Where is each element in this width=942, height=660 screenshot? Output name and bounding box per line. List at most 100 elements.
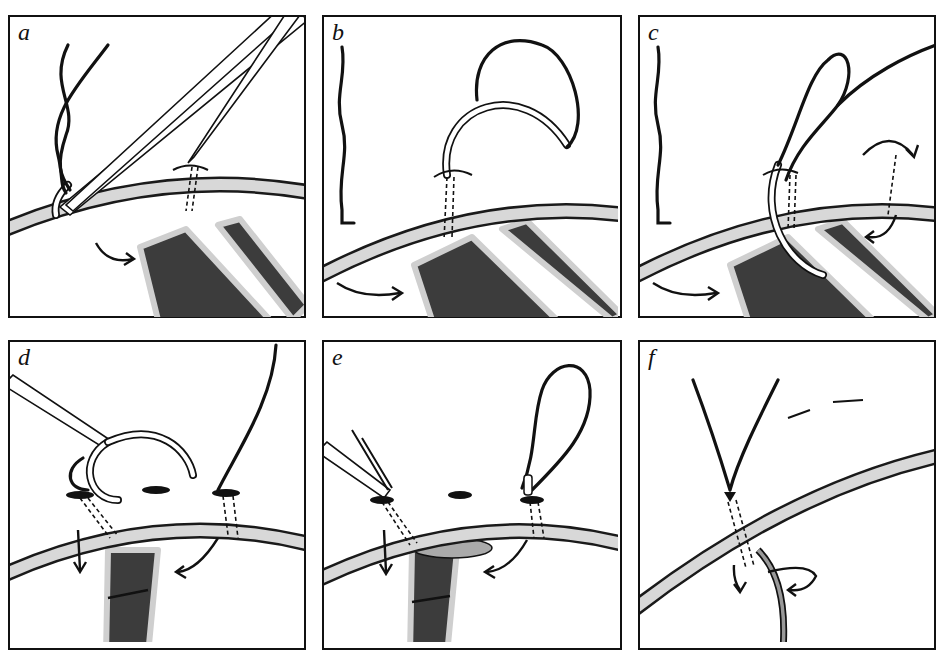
- thread: [476, 41, 578, 147]
- incision: [434, 170, 472, 177]
- needle-track: [80, 496, 238, 538]
- thread-end: [655, 47, 670, 223]
- panel-b-art: [324, 41, 618, 317]
- thread: [60, 45, 70, 190]
- wall-outline: [640, 211, 934, 277]
- arrow-head: [124, 253, 134, 265]
- needle-track: [888, 155, 896, 215]
- panel-frame: d: [8, 340, 306, 650]
- panel-frame: f: [638, 340, 936, 650]
- wall: [640, 211, 934, 277]
- needle-track: [788, 175, 796, 230]
- closed-incision: [788, 400, 863, 418]
- panel-d-art: [10, 345, 304, 642]
- thread: [838, 45, 934, 105]
- panel-c-art: [640, 45, 934, 317]
- panel-letter: a: [18, 19, 30, 45]
- vessel: [140, 229, 270, 317]
- wall-outline: [324, 211, 618, 277]
- needle: [56, 185, 69, 215]
- vessel: [106, 550, 158, 642]
- panel-frame: c: [638, 15, 936, 318]
- arrow: [78, 530, 218, 572]
- catheter-core: [758, 550, 784, 642]
- panel-letter: b: [332, 19, 344, 45]
- wall-outline: [324, 531, 618, 580]
- knot: [724, 492, 736, 502]
- vessel: [414, 237, 557, 317]
- wall-outline: [10, 530, 304, 575]
- wall: [640, 455, 934, 610]
- needle-eye: [524, 475, 532, 495]
- knife: [188, 17, 300, 163]
- panel-f-art: [640, 380, 934, 642]
- arrow-head: [380, 564, 495, 602]
- thread: [70, 458, 88, 490]
- panel-frame: b: [322, 15, 622, 318]
- arrow: [337, 283, 400, 295]
- wall: [10, 530, 304, 575]
- incision: [763, 169, 798, 175]
- arrow-head: [74, 562, 186, 598]
- needle: [90, 442, 118, 500]
- needle-track: [382, 502, 544, 545]
- incision: [66, 491, 94, 499]
- needle-track: [186, 167, 198, 211]
- wall-outline: [10, 185, 304, 230]
- needle-shine: [90, 442, 118, 500]
- panel-e-art: [324, 366, 618, 642]
- panel-frame: e: [322, 340, 622, 650]
- arrow-head: [392, 287, 402, 300]
- needle-holder: [324, 442, 390, 498]
- thread-end: [339, 47, 354, 223]
- thread: [352, 430, 392, 490]
- panel-a-art: [10, 17, 304, 317]
- thread: [778, 54, 849, 180]
- needle-holder: [60, 17, 304, 215]
- arrow: [96, 243, 133, 260]
- vessel-wall: [218, 219, 304, 317]
- needle-holder: [10, 375, 110, 448]
- arrow: [734, 565, 816, 590]
- wall: [324, 211, 618, 277]
- needle-track: [444, 177, 454, 240]
- incision: [370, 496, 394, 504]
- vessel-wall: [818, 221, 934, 317]
- incision: [520, 496, 544, 504]
- panel-letter: c: [648, 19, 659, 45]
- needle-shine: [446, 105, 567, 175]
- needle-shine: [108, 434, 193, 475]
- arrow-head: [734, 582, 796, 596]
- panel-frame: a: [8, 15, 306, 318]
- arrow: [863, 141, 913, 237]
- arrow: [384, 530, 527, 572]
- incision: [212, 489, 240, 497]
- incision: [173, 166, 208, 171]
- incision: [448, 491, 472, 499]
- needle-shine: [56, 185, 69, 215]
- needle-shine: [772, 165, 823, 275]
- needle: [772, 165, 823, 275]
- thread: [218, 345, 276, 490]
- needle-holder-jaw: [66, 17, 290, 211]
- panel-letter: e: [332, 344, 343, 370]
- thread-ends: [693, 380, 778, 490]
- wall: [324, 531, 618, 580]
- vessel: [410, 550, 457, 642]
- vessel: [730, 237, 873, 317]
- vessel-wall: [502, 221, 618, 317]
- catheter: [758, 550, 784, 642]
- balloon: [412, 538, 492, 558]
- thread: [56, 45, 108, 193]
- panel-letter: d: [18, 344, 30, 370]
- panel-letter: f: [648, 344, 655, 370]
- thread-loop: [522, 366, 590, 490]
- needle: [446, 105, 567, 175]
- wall: [10, 185, 304, 230]
- arrow-head: [866, 145, 918, 243]
- needle: [108, 434, 193, 475]
- arrow-head: [708, 287, 718, 300]
- wall-outline: [640, 455, 934, 610]
